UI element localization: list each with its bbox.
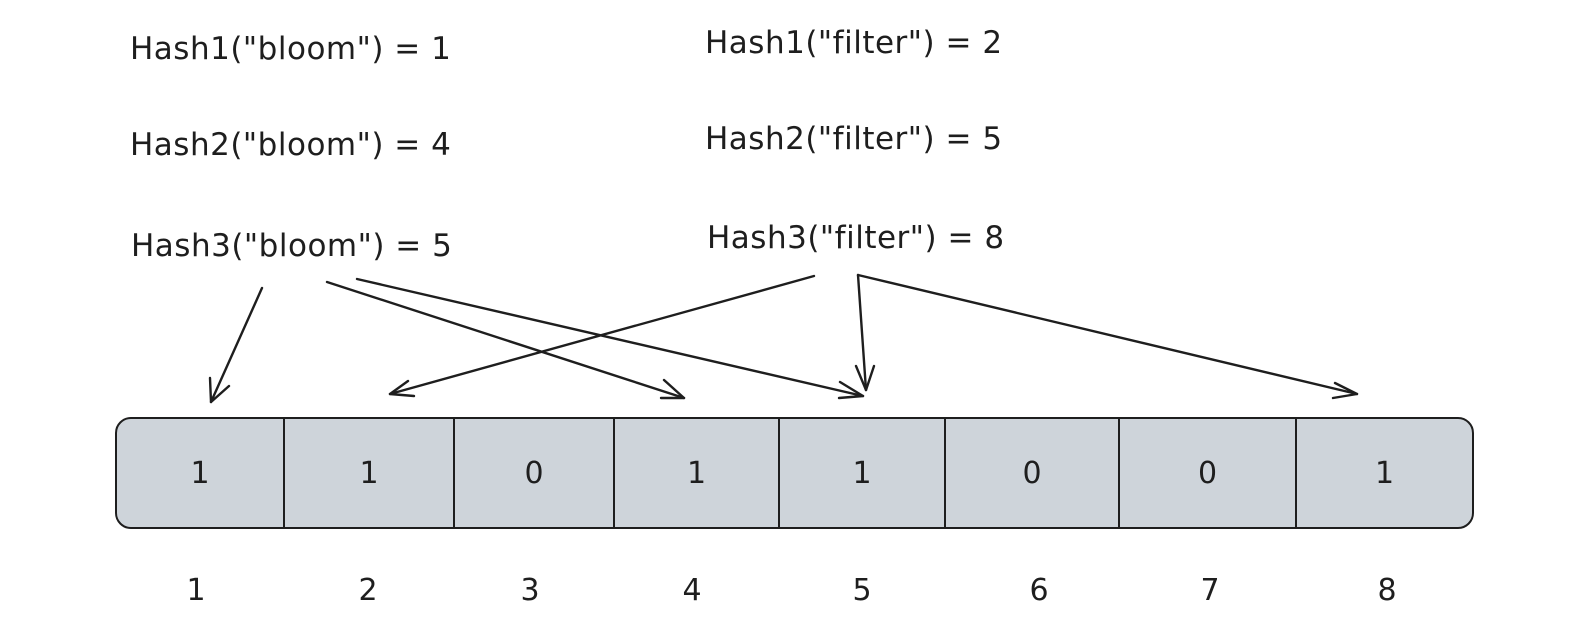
- hash2-bloom-label: Hash2("bloom") = 4: [130, 127, 452, 163]
- index-label: 1: [186, 573, 206, 608]
- index-label: 2: [358, 573, 378, 608]
- hash2-filter-label: Hash2("filter") = 5: [705, 121, 1003, 157]
- hash1-bloom-label: Hash1("bloom") = 1: [130, 31, 452, 67]
- index-label: 6: [1029, 573, 1049, 608]
- index-label: 3: [520, 573, 540, 608]
- hash3-filter-label: Hash3("filter") = 8: [707, 220, 1005, 256]
- hash3-bloom-label: Hash3("bloom") = 5: [131, 228, 453, 264]
- arrow-filter-to-bit-2: [388, 274, 816, 398]
- bit-cell: 1: [613, 419, 778, 527]
- arrow-filter-to-bit-8: [856, 273, 1359, 400]
- index-label: 8: [1377, 573, 1397, 608]
- index-label: 5: [852, 573, 872, 608]
- arrow-filter-to-bit-5: [854, 273, 876, 392]
- arrow-bloom-to-bit-1: [208, 286, 264, 404]
- arrow-bloom-to-bit-5: [355, 277, 865, 400]
- bit-cell: 1: [190, 455, 210, 491]
- bit-cell: 0: [1118, 419, 1295, 527]
- index-label: 4: [682, 573, 702, 608]
- bit-cell: 0: [944, 419, 1118, 527]
- bit-cell: 0: [453, 419, 613, 527]
- hash1-filter-label: Hash1("filter") = 2: [705, 25, 1003, 61]
- bit-array: 1 1 0 1 1 0 0 1: [115, 417, 1474, 529]
- index-label: 7: [1200, 573, 1220, 608]
- bit-cell: 1: [283, 419, 453, 527]
- bit-cell: 1: [778, 419, 944, 527]
- bit-cell: 1: [1295, 419, 1472, 527]
- arrow-bloom-to-bit-4: [325, 280, 686, 400]
